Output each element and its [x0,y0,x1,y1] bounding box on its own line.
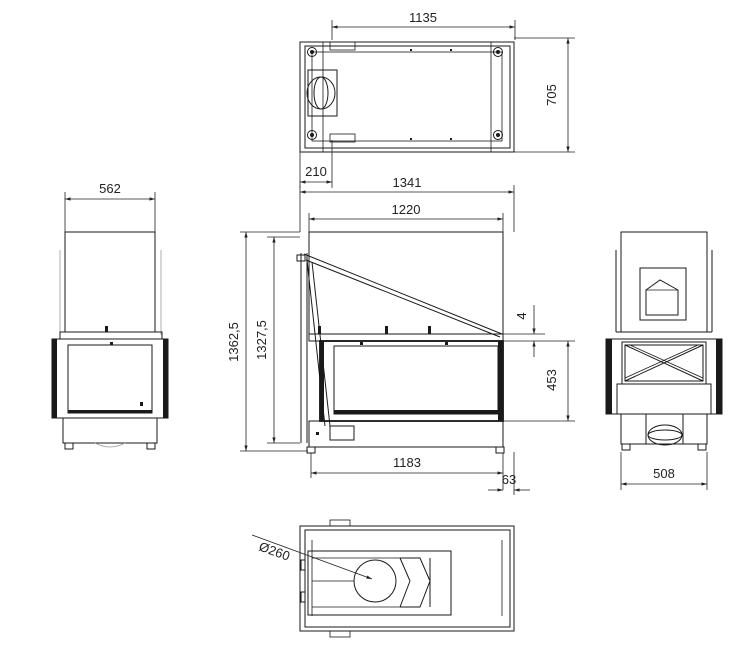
dim-front-foot-offset: 63 [502,472,516,487]
dim-front-opening-height: 453 [544,369,559,391]
bottom-view [299,519,515,638]
dim-side-left-width: 562 [99,181,121,196]
front-dimensions: 1341 1220 1362,5 1327,5 4 453 1183 [226,175,575,495]
right-side-dimensions: 508 [620,452,708,490]
top-view [299,41,515,153]
dim-front-base-width: 1183 [393,455,421,470]
dim-front-glass-width: 1220 [392,202,421,217]
dim-front-overall-height: 1362,5 [226,322,241,362]
dim-flue-diameter: Ø260 [257,539,292,564]
dim-top-offset: 210 [305,164,327,179]
dim-front-overall-width: 1341 [393,175,422,190]
left-side-view [51,231,169,450]
dim-top-width: 1135 [409,10,437,25]
dim-top-depth: 705 [544,84,559,106]
front-view [296,231,505,454]
left-side-dimensions: 562 [64,181,156,232]
right-side-view [605,231,723,451]
dim-front-gap: 4 [514,312,529,319]
dim-front-body-height: 1327,5 [254,320,269,360]
dim-side-right-width: 508 [653,466,675,481]
top-dimensions: 1135 705 210 [299,10,575,188]
